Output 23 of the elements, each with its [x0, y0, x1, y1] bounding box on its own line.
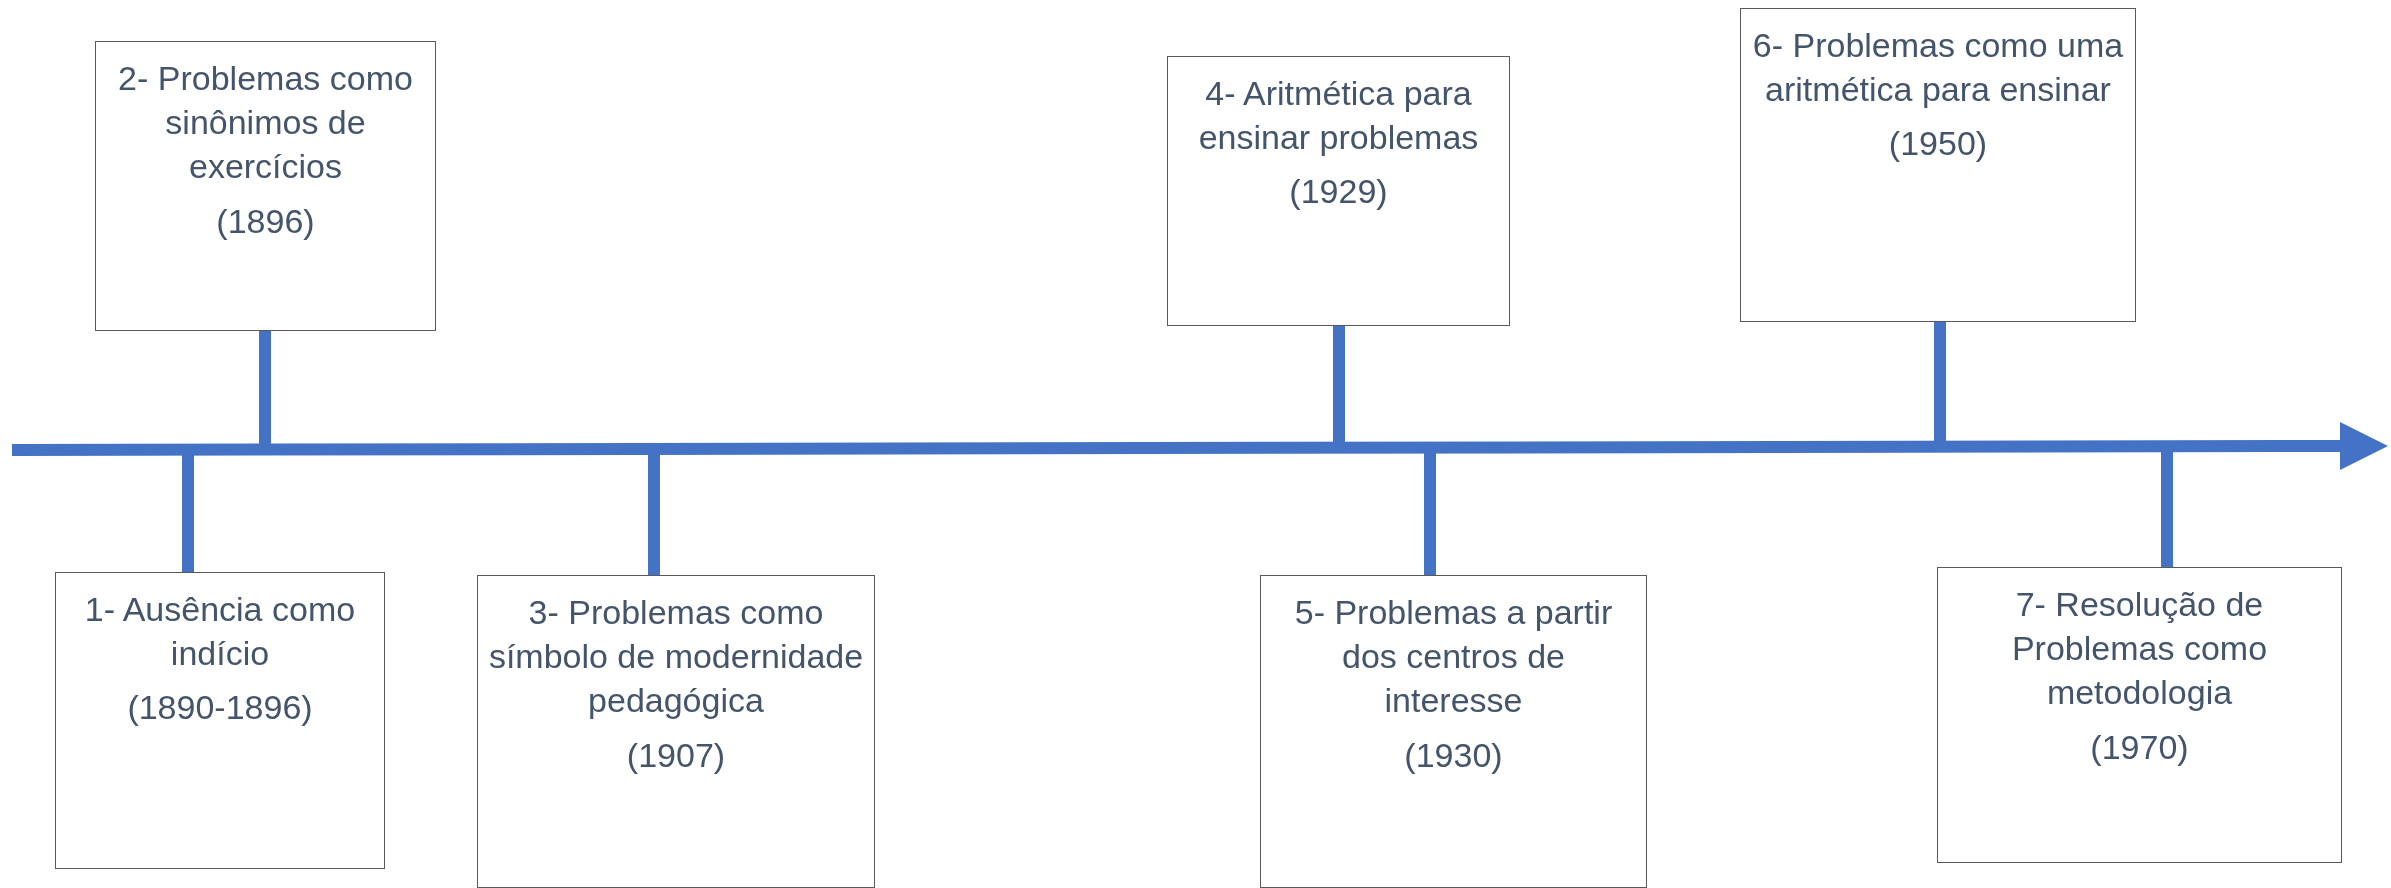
event-box — [95, 41, 436, 331]
event-box — [1740, 8, 2136, 322]
event-title: 5- Problemas a partir dos centros de interesse — [1293, 592, 1614, 722]
event-title: 7- Resolução de Problemas como metodologia — [2010, 584, 2269, 714]
event-year: (1930) — [1404, 734, 1503, 776]
event-year: (1929) — [1289, 171, 1388, 213]
event-box — [1937, 567, 2342, 863]
event-year: (1890-1896) — [127, 687, 313, 729]
event-title: 6- Problemas como uma aritmética para ensinar — [1751, 25, 2125, 111]
event-title: 2- Problemas como sinônimos de exercícios — [117, 58, 414, 188]
connector-line — [2161, 450, 2173, 567]
event-box — [1260, 575, 1647, 888]
event-year: (1950) — [1888, 123, 1988, 165]
event-box — [477, 575, 875, 888]
event-title: 1- Ausência como indício — [83, 589, 357, 675]
event-title: 4- Aritmética para ensinar problemas — [1197, 73, 1480, 159]
event-title: 3- Problemas como símbolo de modernidade pedagógica — [488, 592, 864, 722]
event-box — [1167, 56, 1510, 326]
event-box — [55, 572, 385, 869]
event-year: (1970) — [2090, 726, 2189, 768]
event-year: (1896) — [216, 200, 315, 242]
connector-line — [1424, 450, 1436, 575]
event-year: (1907) — [626, 734, 726, 776]
